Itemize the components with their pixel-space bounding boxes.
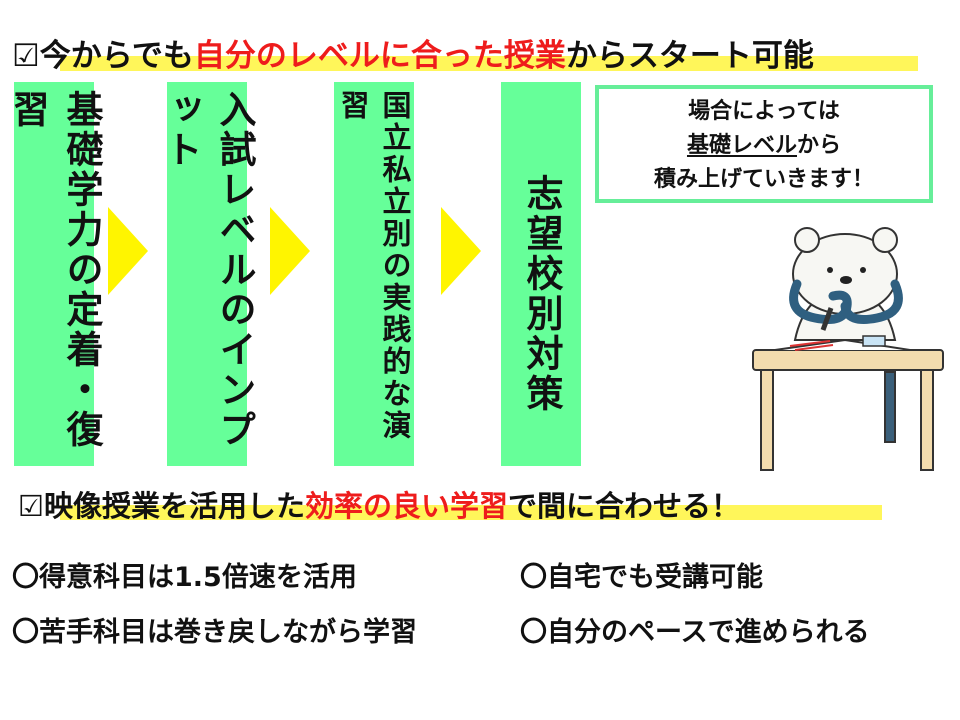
step-card-practice: 国立私立別の実践的な演習 [334,82,414,466]
note-line-2: 基礎レベルから [599,129,929,163]
studying-bear-icon [752,227,944,471]
bullet-item: 〇自宅でも受講可能 [520,562,763,593]
bullet-item: 〇自分のペースで進められる [520,617,870,648]
step-card-target-school: 志望校別対策 [501,82,581,466]
note-box: 場合によっては 基礎レベルから 積み上げていきます！ [595,85,933,203]
arrow-right-icon [441,207,481,295]
bullet-item: 〇得意科目は1.5倍速を活用 [12,562,357,593]
step-label: 志望校別対策 [520,174,563,414]
note-line-2-rest: から [797,133,842,158]
arrow-right-icon [270,207,310,295]
headline-highlight-bar [60,505,882,520]
headline-1: ☑今からでも自分のレベルに合った授業からスタート可能 [12,30,814,75]
step-card-input: 入試レベルのインプット [159,82,256,466]
step-label: 国立私立別の実践的な演習 [336,90,412,442]
headline-1-pre: ☑今からでも [12,38,194,74]
note-underlined-text: 基礎レベル [686,133,797,158]
bullet-item: 〇苦手科目は巻き戻しながら学習 [12,617,417,648]
step-card-basics: 基礎学力の定着・復習 [6,82,103,466]
headline-2-emphasis: 効率の良い学習 [305,489,509,523]
note-line-3: 積み上げていきます！ [653,167,874,192]
step-label: 基礎学力の定着・復習 [6,90,103,450]
step-label: 入試レベルのインプット [159,90,256,450]
headline-2-post: で間に合わせる！ [508,489,741,523]
headline-2-pre: ☑映像授業を活用した [18,489,305,523]
headline-1-emphasis: 自分のレベルに合った授業 [193,38,566,74]
arrow-right-icon [108,207,148,295]
headline-1-post: からスタート可能 [565,38,814,74]
note-line-1: 場合によっては [688,99,840,124]
headline-2: ☑映像授業を活用した効率の良い学習で間に合わせる！ [18,483,740,525]
headline-highlight-bar [60,56,918,71]
